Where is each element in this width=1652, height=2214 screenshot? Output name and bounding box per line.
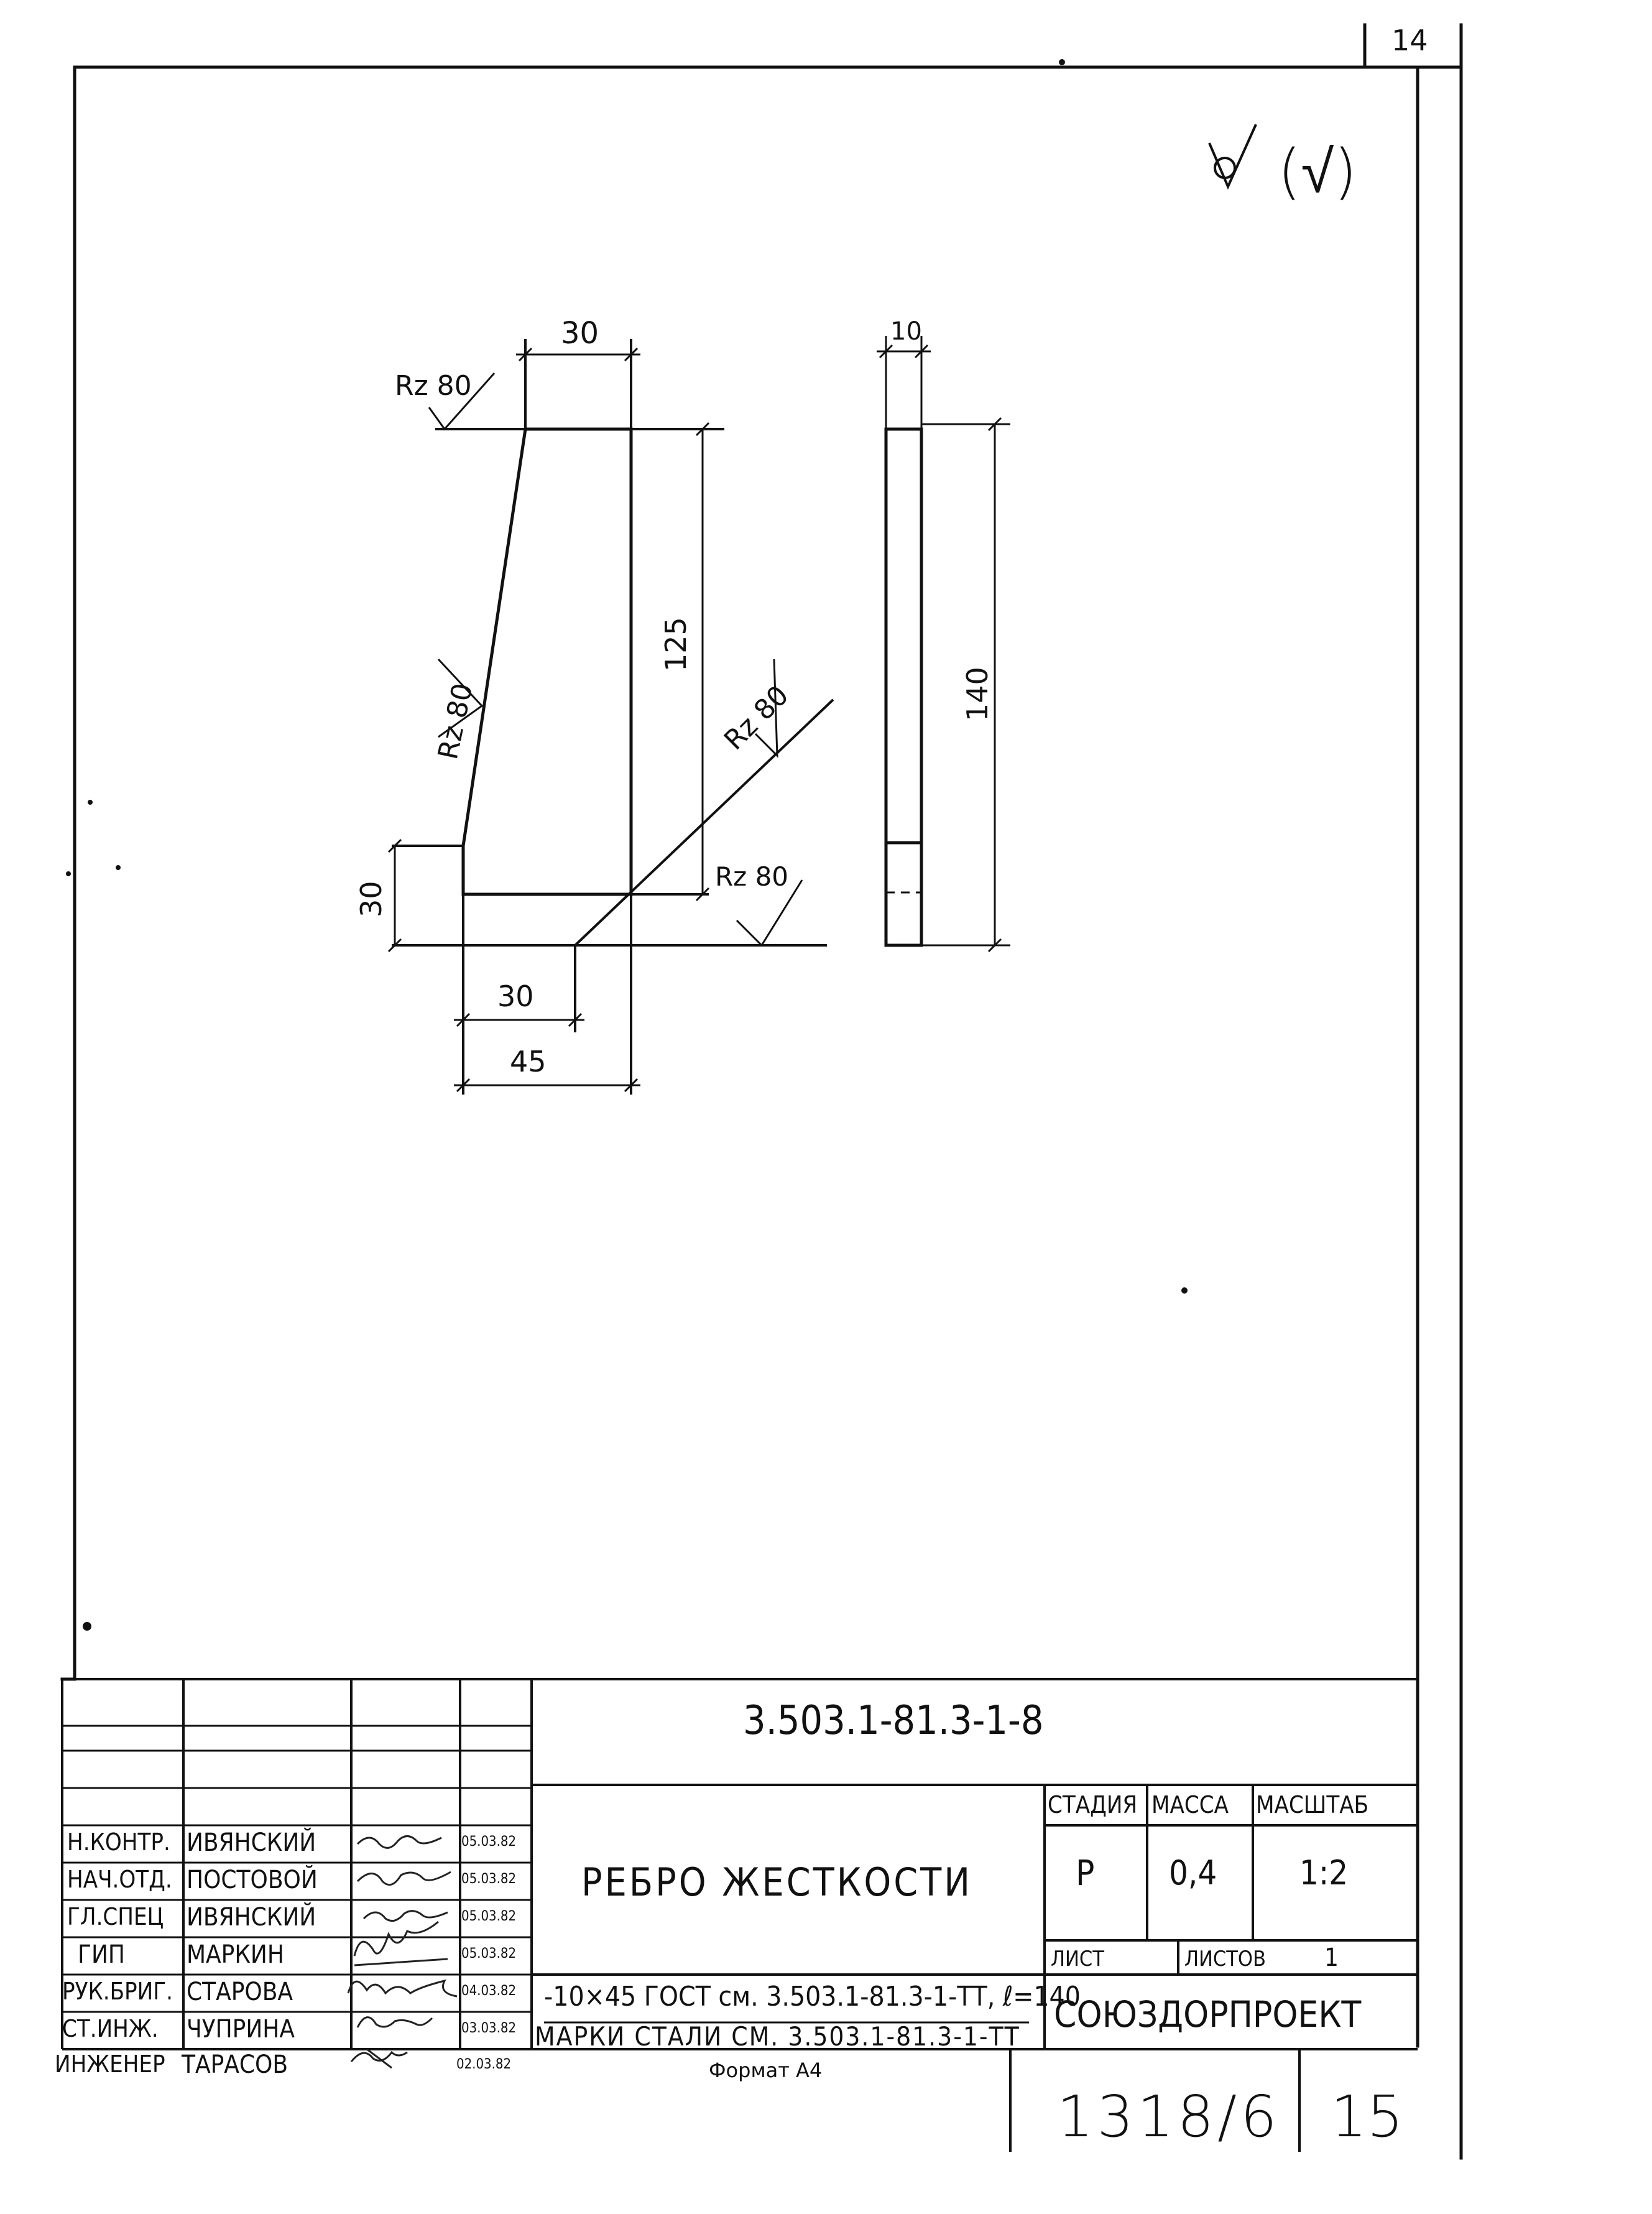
- material-line-1: -10×45 ГОСТ см. 3.503.1-81.3-1-ТТ, ℓ=140: [544, 1981, 1081, 2013]
- name-cell: ИВЯНСКИЙ: [187, 1828, 316, 1857]
- role-cell: ГИП: [78, 1940, 125, 1969]
- signature-row: Н.КОНТР. ИВЯНСКИЙ 05.03.82: [62, 1825, 535, 1863]
- dim-top-width: 30: [561, 316, 599, 351]
- date-cell: 05.03.82: [461, 1871, 517, 1887]
- side-view-profile: [884, 427, 923, 947]
- dim-bottom-inner: 30: [497, 980, 534, 1013]
- scan-specks: [66, 59, 1188, 1631]
- name-cell: ПОСТОВОЙ: [187, 1866, 318, 1894]
- name-cell: ИВЯНСКИЙ: [187, 1903, 316, 1932]
- roughness-top-label: Rz 80: [395, 370, 472, 402]
- archive-number: 1318/6: [1057, 2083, 1281, 2150]
- role-cell: Н.КОНТР.: [67, 1828, 170, 1856]
- front-view-ticks: [387, 347, 710, 1093]
- material-line-2: МАРКИ СТАЛИ СМ. 3.503.1-81.3-1-ТТ: [535, 2021, 1020, 2052]
- signature-row: РУК.БРИГ. СТАРОВА 04.03.82: [62, 1975, 535, 2012]
- side-view-ticks: [879, 344, 1002, 953]
- signature-rows: [62, 1725, 532, 2013]
- stage-label: СТАДИЯ: [1048, 1791, 1138, 1818]
- stage-value: Р: [1076, 1853, 1095, 1894]
- mass-label: МАССА: [1151, 1791, 1229, 1818]
- sheet-label: ЛИСТ: [1051, 1947, 1104, 1971]
- archive-sheet: 15: [1331, 2083, 1404, 2150]
- roughness-bottom-label: Rz 80: [715, 861, 789, 892]
- title-block-grid: [61, 1678, 1418, 2050]
- sheets-value: 1: [1324, 1943, 1339, 1972]
- organization-name: СОЮЗДОРПРОЕКТ: [1054, 1993, 1362, 2036]
- name-cell: СТАРОВА: [187, 1978, 293, 2006]
- roughness-mark-label: (√): [1278, 137, 1357, 206]
- signature-row: ГИП МАРКИН 05.03.82: [62, 1937, 535, 1975]
- name-cell: ЧУПРИНА: [187, 2015, 295, 2044]
- signature-row: НАЧ.ОТД. ПОСТОВОЙ 05.03.82: [62, 1863, 535, 1900]
- date-cell: 05.03.82: [461, 1834, 517, 1850]
- part-title: Ребро жесткости: [581, 1860, 972, 1905]
- top-page-number: 14: [1391, 24, 1428, 57]
- dim-bottom-total: 45: [510, 1045, 547, 1078]
- signature-row: ИНЖЕНЕР ТАРАСОВ 02.03.82: [55, 2049, 535, 2087]
- front-view-dimension-lines: [394, 353, 704, 1086]
- name-cell: МАРКИН: [187, 1940, 284, 1969]
- sheets-label: ЛИСТОВ: [1184, 1947, 1266, 1971]
- role-cell: НАЧ.ОТД.: [67, 1866, 172, 1893]
- date-cell: 02.03.82: [456, 2057, 512, 2072]
- signature-row: ГЛ.СПЕЦ ИВЯНСКИЙ 05.03.82: [62, 1900, 535, 1937]
- format-label: Формат А4: [709, 2059, 823, 2082]
- role-cell: СТ.ИНЖ.: [62, 2015, 159, 2042]
- document-code: 3.503.1-81.3-1-8: [743, 1698, 1044, 1744]
- date-cell: 05.03.82: [461, 1946, 517, 1962]
- archive-stamp-lines: [1009, 2049, 1301, 2152]
- role-cell: ИНЖЕНЕР: [55, 2050, 165, 2078]
- scale-value: 1:2: [1299, 1853, 1349, 1892]
- mass-value: 0,4: [1169, 1853, 1217, 1892]
- roughness-symbols: [428, 373, 803, 947]
- name-cell: ТАРАСОВ: [182, 2050, 288, 2079]
- signature-row: СТ.ИНЖ. ЧУПРИНА 03.03.82: [62, 2012, 535, 2049]
- date-cell: 03.03.82: [461, 2021, 517, 2036]
- date-cell: 05.03.82: [461, 1909, 517, 1924]
- scale-label: МАСШТАБ: [1256, 1791, 1369, 1818]
- date-cell: 04.03.82: [461, 1983, 517, 1999]
- role-cell: ГЛ.СПЕЦ: [67, 1903, 164, 1930]
- role-cell: РУК.БРИГ.: [62, 1978, 173, 2005]
- general-roughness-mark: [1208, 124, 1257, 190]
- dim-thickness: 10: [890, 317, 922, 346]
